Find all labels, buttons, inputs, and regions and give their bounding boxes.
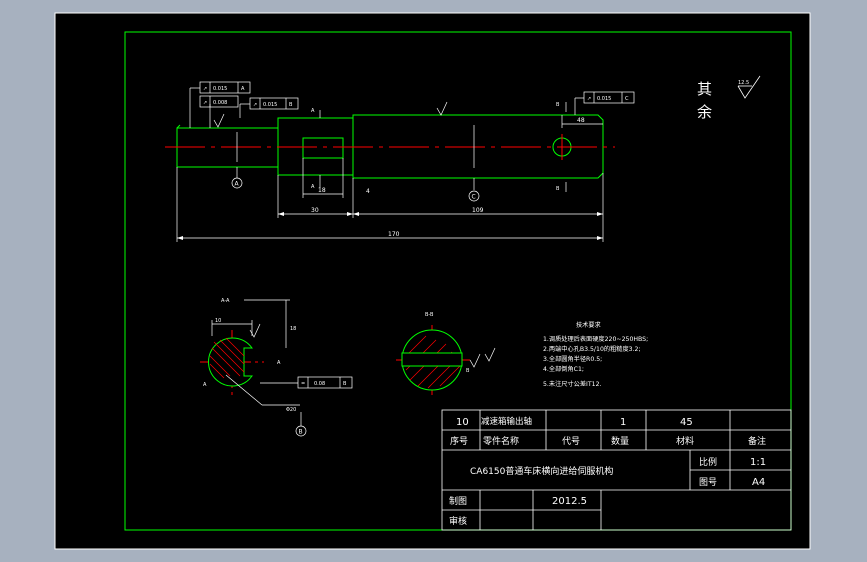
datum-c-label: C [472, 194, 476, 201]
section-markers: A A B B [311, 102, 560, 192]
section-a-body [208, 337, 253, 387]
section-b-hole [401, 352, 463, 367]
datum-c-circle [468, 190, 480, 202]
tol-third-datum: B [289, 102, 293, 108]
tolerance-frame-top: ↗ 0.015 A [199, 81, 251, 94]
section-b-marker-right: B [466, 368, 470, 374]
tb-drawn-date: 2012.5 [552, 496, 587, 507]
marker-a-lower: A [311, 184, 315, 190]
dim-step: 4 [366, 188, 370, 195]
tech-item-3: 3.全部圆角半径R0.5; [543, 355, 602, 363]
title-block [441, 409, 792, 531]
svg-text:↗: ↗ [203, 100, 207, 106]
title-block-text: 10 减速箱输出轴 1 45 序号 零件名称 代号 数量 材料 备注 CA615… [449, 416, 766, 527]
section-a-tol-frame [297, 376, 353, 389]
tol-second-value: 0.008 [213, 100, 227, 106]
tb-drawn-label: 制图 [449, 495, 467, 507]
dim-hole: 48 [577, 117, 585, 124]
tech-item-5: 5.未注尺寸公差IT12. [543, 380, 602, 388]
roughness-note-char-2: 余 [697, 103, 712, 121]
svg-text:=: = [301, 381, 305, 387]
datum-a-circle [231, 177, 243, 189]
tol-top-value: 0.015 [213, 86, 227, 92]
tolerance-frame-right: ↗ 0.015 C [583, 91, 635, 104]
roughness-marks [213, 101, 496, 362]
tech-item-4: 4.全部倒角C1; [543, 365, 584, 373]
dimension-lines [176, 87, 604, 242]
datum-b-label: B [299, 429, 303, 436]
section-a-dia: Φ20 [286, 407, 296, 413]
dim-overall: 170 [388, 231, 400, 238]
tb-h-remark: 备注 [748, 435, 766, 447]
section-a-tol-value: 0.08 [314, 381, 325, 387]
tb-sheet-label: 图号 [699, 477, 717, 488]
section-a-depth: 18 [290, 326, 296, 332]
roughness-note-value: 12.5 [738, 80, 749, 86]
roughness-note: 其 余 12.5 [697, 75, 761, 121]
tb-seq: 10 [456, 417, 469, 428]
svg-text:↗: ↗ [587, 96, 591, 102]
section-a-hatch [209, 337, 245, 379]
dimension-arrows [177, 212, 603, 240]
tol-third-value: 0.015 [263, 102, 277, 108]
section-a-view: A-A 10 18 Φ20 = 0.08 B A A [203, 298, 353, 426]
tb-check-label: 审核 [449, 515, 467, 527]
tb-name: 减速箱输出轴 [481, 416, 532, 427]
marker-a-upper: A [311, 108, 315, 114]
tb-qty: 1 [620, 417, 626, 428]
section-b-view: B-B B [401, 312, 481, 391]
tech-item-2: 2.两端中心孔B3.5/10的粗糙度3.2; [543, 345, 641, 353]
tech-title: 技术要求 [576, 321, 601, 329]
tb-h-seq: 序号 [450, 435, 468, 447]
tol-top-datum: A [241, 86, 245, 92]
marker-b-upper: B [556, 102, 560, 108]
tb-h-code: 代号 [562, 436, 580, 447]
keyway [302, 137, 344, 159]
dim-keyway: 18 [318, 187, 326, 194]
section-a-tol-datum: B [343, 381, 347, 387]
section-b-title: B-B [425, 312, 434, 318]
svg-text:↗: ↗ [203, 86, 207, 92]
tech-item-1: 1.调质处理后表面硬度220~250HBS; [543, 335, 648, 343]
tb-sheet-value: A4 [752, 477, 765, 488]
tolerance-frame-second: ↗ 0.008 [199, 95, 239, 108]
tb-h-name: 零件名称 [483, 435, 519, 447]
section-a-title: A-A [221, 298, 230, 304]
tolerance-frame-third: ↗ 0.015 B [249, 97, 299, 110]
drawing-viewport [54, 12, 811, 550]
section-a-marker-right: A [277, 360, 281, 366]
tb-h-qty: 数量 [611, 435, 629, 447]
tol-right-datum: C [625, 96, 629, 102]
section-a-marker-left: A [203, 382, 207, 388]
tol-right-value: 0.015 [597, 96, 611, 102]
tb-material: 45 [680, 417, 693, 428]
dim-right-part: 109 [472, 207, 484, 214]
roughness-note-char-1: 其 [697, 80, 712, 98]
marker-b-lower: B [556, 186, 560, 192]
tb-scale-label: 比例 [699, 456, 717, 468]
tb-project: CA6150普通车床横向进给伺服机构 [470, 465, 613, 477]
tb-scale-value: 1:1 [750, 457, 766, 468]
dim-middle: 30 [311, 207, 319, 214]
tb-h-material: 材料 [676, 435, 694, 447]
datum-a-label: A [235, 181, 240, 188]
section-a-width: 10 [215, 318, 221, 324]
tech-requirements: 技术要求 1.调质处理后表面硬度220~250HBS; 2.两端中心孔B3.5/… [543, 321, 648, 388]
svg-text:↗: ↗ [253, 102, 257, 108]
roughness-note-symbol [737, 75, 761, 99]
